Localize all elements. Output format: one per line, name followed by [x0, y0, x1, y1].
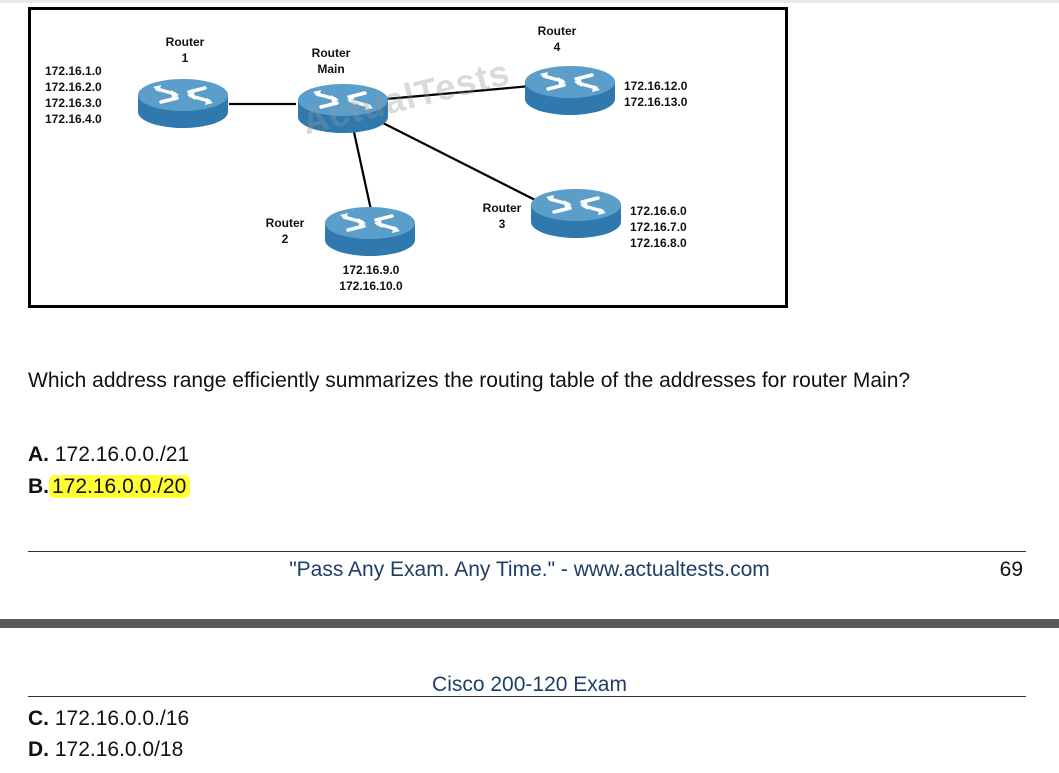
router-1-networks: 172.16.1.0 172.16.2.0 172.16.3.0 172.16.… [45, 64, 102, 126]
top-rule [0, 0, 1059, 3]
router-4-networks: 172.16.12.0 172.16.13.0 [624, 79, 688, 109]
answer-b: B.172.16.0.0./20 [28, 474, 191, 500]
header-rule [28, 696, 1026, 697]
router-3-label: Router 3 [482, 201, 522, 231]
link-main-r3 [380, 121, 552, 209]
answer-text: 172.16.0.0./21 [54, 443, 190, 466]
answer-letter: D. [28, 738, 49, 761]
router-3-icon [529, 187, 623, 240]
answer-text: 172.16.0.0./16 [54, 707, 190, 730]
router-1-label: Router 1 [165, 35, 205, 65]
answer-text-highlighted: 172.16.0.0./20 [49, 475, 191, 498]
router-4-icon [523, 64, 617, 117]
page-number: 69 [999, 558, 1023, 581]
answer-letter: A. [28, 443, 49, 466]
page-break [0, 619, 1059, 628]
router-main-label: Router Main [311, 46, 351, 76]
footer-rule [28, 551, 1026, 552]
router-3-networks: 172.16.6.0 172.16.7.0 172.16.8.0 [630, 204, 687, 250]
answer-a: A. 172.16.0.0./21 [28, 442, 189, 468]
answer-letter: C. [28, 707, 49, 730]
diagram-svg [136, 64, 623, 258]
answer-c: C. 172.16.0.0./16 [28, 706, 189, 732]
link-main-r2 [352, 131, 373, 211]
router-2-label: Router 2 [265, 216, 305, 246]
link-main-r4 [385, 84, 532, 101]
router-4-label: Router 4 [537, 24, 577, 54]
footer-slogan: "Pass Any Exam. Any Time." - www.actualt… [289, 558, 770, 581]
question-text: Which address range efficiently summariz… [28, 369, 911, 392]
link-lines [229, 84, 552, 211]
router-2-networks: 172.16.9.0 172.16.10.0 [339, 263, 403, 293]
router-1-icon [136, 77, 230, 130]
answer-text: 172.16.0.0/18 [54, 738, 184, 761]
answer-letter: B. [28, 475, 49, 498]
exam-title: Cisco 200-120 Exam [432, 673, 627, 696]
network-diagram: ActualTests Router 1 172.16.1.0 172.16.2… [28, 7, 788, 308]
router-2-icon [323, 205, 417, 258]
answer-d: D. 172.16.0.0/18 [28, 737, 183, 763]
